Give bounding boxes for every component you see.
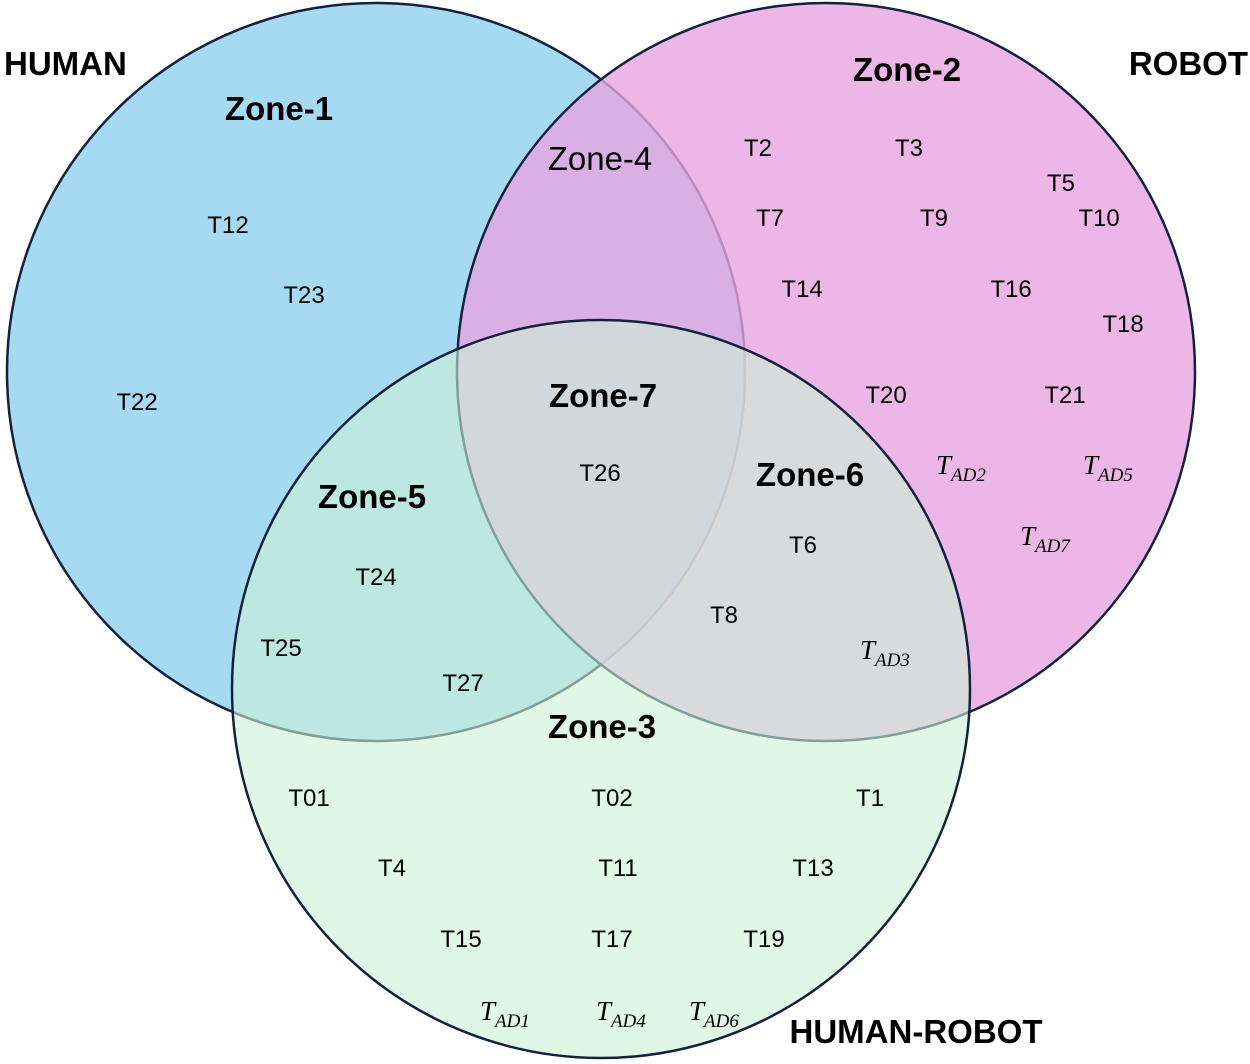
zone-label-7: Zone-7 xyxy=(549,377,657,414)
zone-label-6: Zone-6 xyxy=(756,456,864,493)
task-t16: T16 xyxy=(990,276,1031,303)
zone-label-3: Zone-3 xyxy=(548,708,656,745)
task-t01: T01 xyxy=(288,785,329,812)
task-tad6: TAD6 xyxy=(689,996,739,1032)
task-t21: T21 xyxy=(1044,382,1085,409)
task-t4: T4 xyxy=(378,855,406,882)
task-t5: T5 xyxy=(1047,170,1075,197)
zone-label-4: Zone-4 xyxy=(548,140,653,177)
zone-label-2: Zone-2 xyxy=(853,51,961,88)
task-t6: T6 xyxy=(789,532,817,559)
task-t14: T14 xyxy=(781,276,822,303)
task-t22: T22 xyxy=(116,389,157,416)
set-label-human: HUMAN xyxy=(4,45,127,82)
task-t24: T24 xyxy=(355,564,396,591)
task-tad5: TAD5 xyxy=(1083,450,1133,486)
task-t3: T3 xyxy=(895,135,923,162)
task-t9: T9 xyxy=(920,205,948,232)
task-t20: T20 xyxy=(865,382,906,409)
task-t8: T8 xyxy=(710,602,738,629)
task-t15: T15 xyxy=(440,926,481,953)
set-label-robot: ROBOT xyxy=(1129,45,1248,82)
task-t25: T25 xyxy=(260,635,301,662)
zone-label-5: Zone-5 xyxy=(318,478,426,515)
task-t26: T26 xyxy=(579,460,620,487)
task-tad3: TAD3 xyxy=(860,635,910,671)
task-tad2: TAD2 xyxy=(936,450,986,486)
task-t17: T17 xyxy=(591,926,632,953)
task-t7: T7 xyxy=(756,205,784,232)
task-t1: T1 xyxy=(856,785,884,812)
task-tad1: TAD1 xyxy=(480,996,530,1032)
task-t02: T02 xyxy=(591,785,632,812)
task-t19: T19 xyxy=(743,926,784,953)
task-tad7: TAD7 xyxy=(1020,521,1071,557)
task-t18: T18 xyxy=(1102,311,1143,338)
task-t13: T13 xyxy=(792,855,833,882)
task-t27: T27 xyxy=(442,670,483,697)
task-t10: T10 xyxy=(1078,205,1119,232)
human-robot-circle xyxy=(230,318,972,1060)
set-label-human-robot: HUMAN-ROBOT xyxy=(790,1013,1043,1050)
task-t11: T11 xyxy=(598,855,638,882)
task-t12: T12 xyxy=(207,212,248,239)
task-tad4: TAD4 xyxy=(596,996,646,1032)
task-t23: T23 xyxy=(283,282,324,309)
zone-label-1: Zone-1 xyxy=(225,90,333,127)
task-t2: T2 xyxy=(744,135,772,162)
